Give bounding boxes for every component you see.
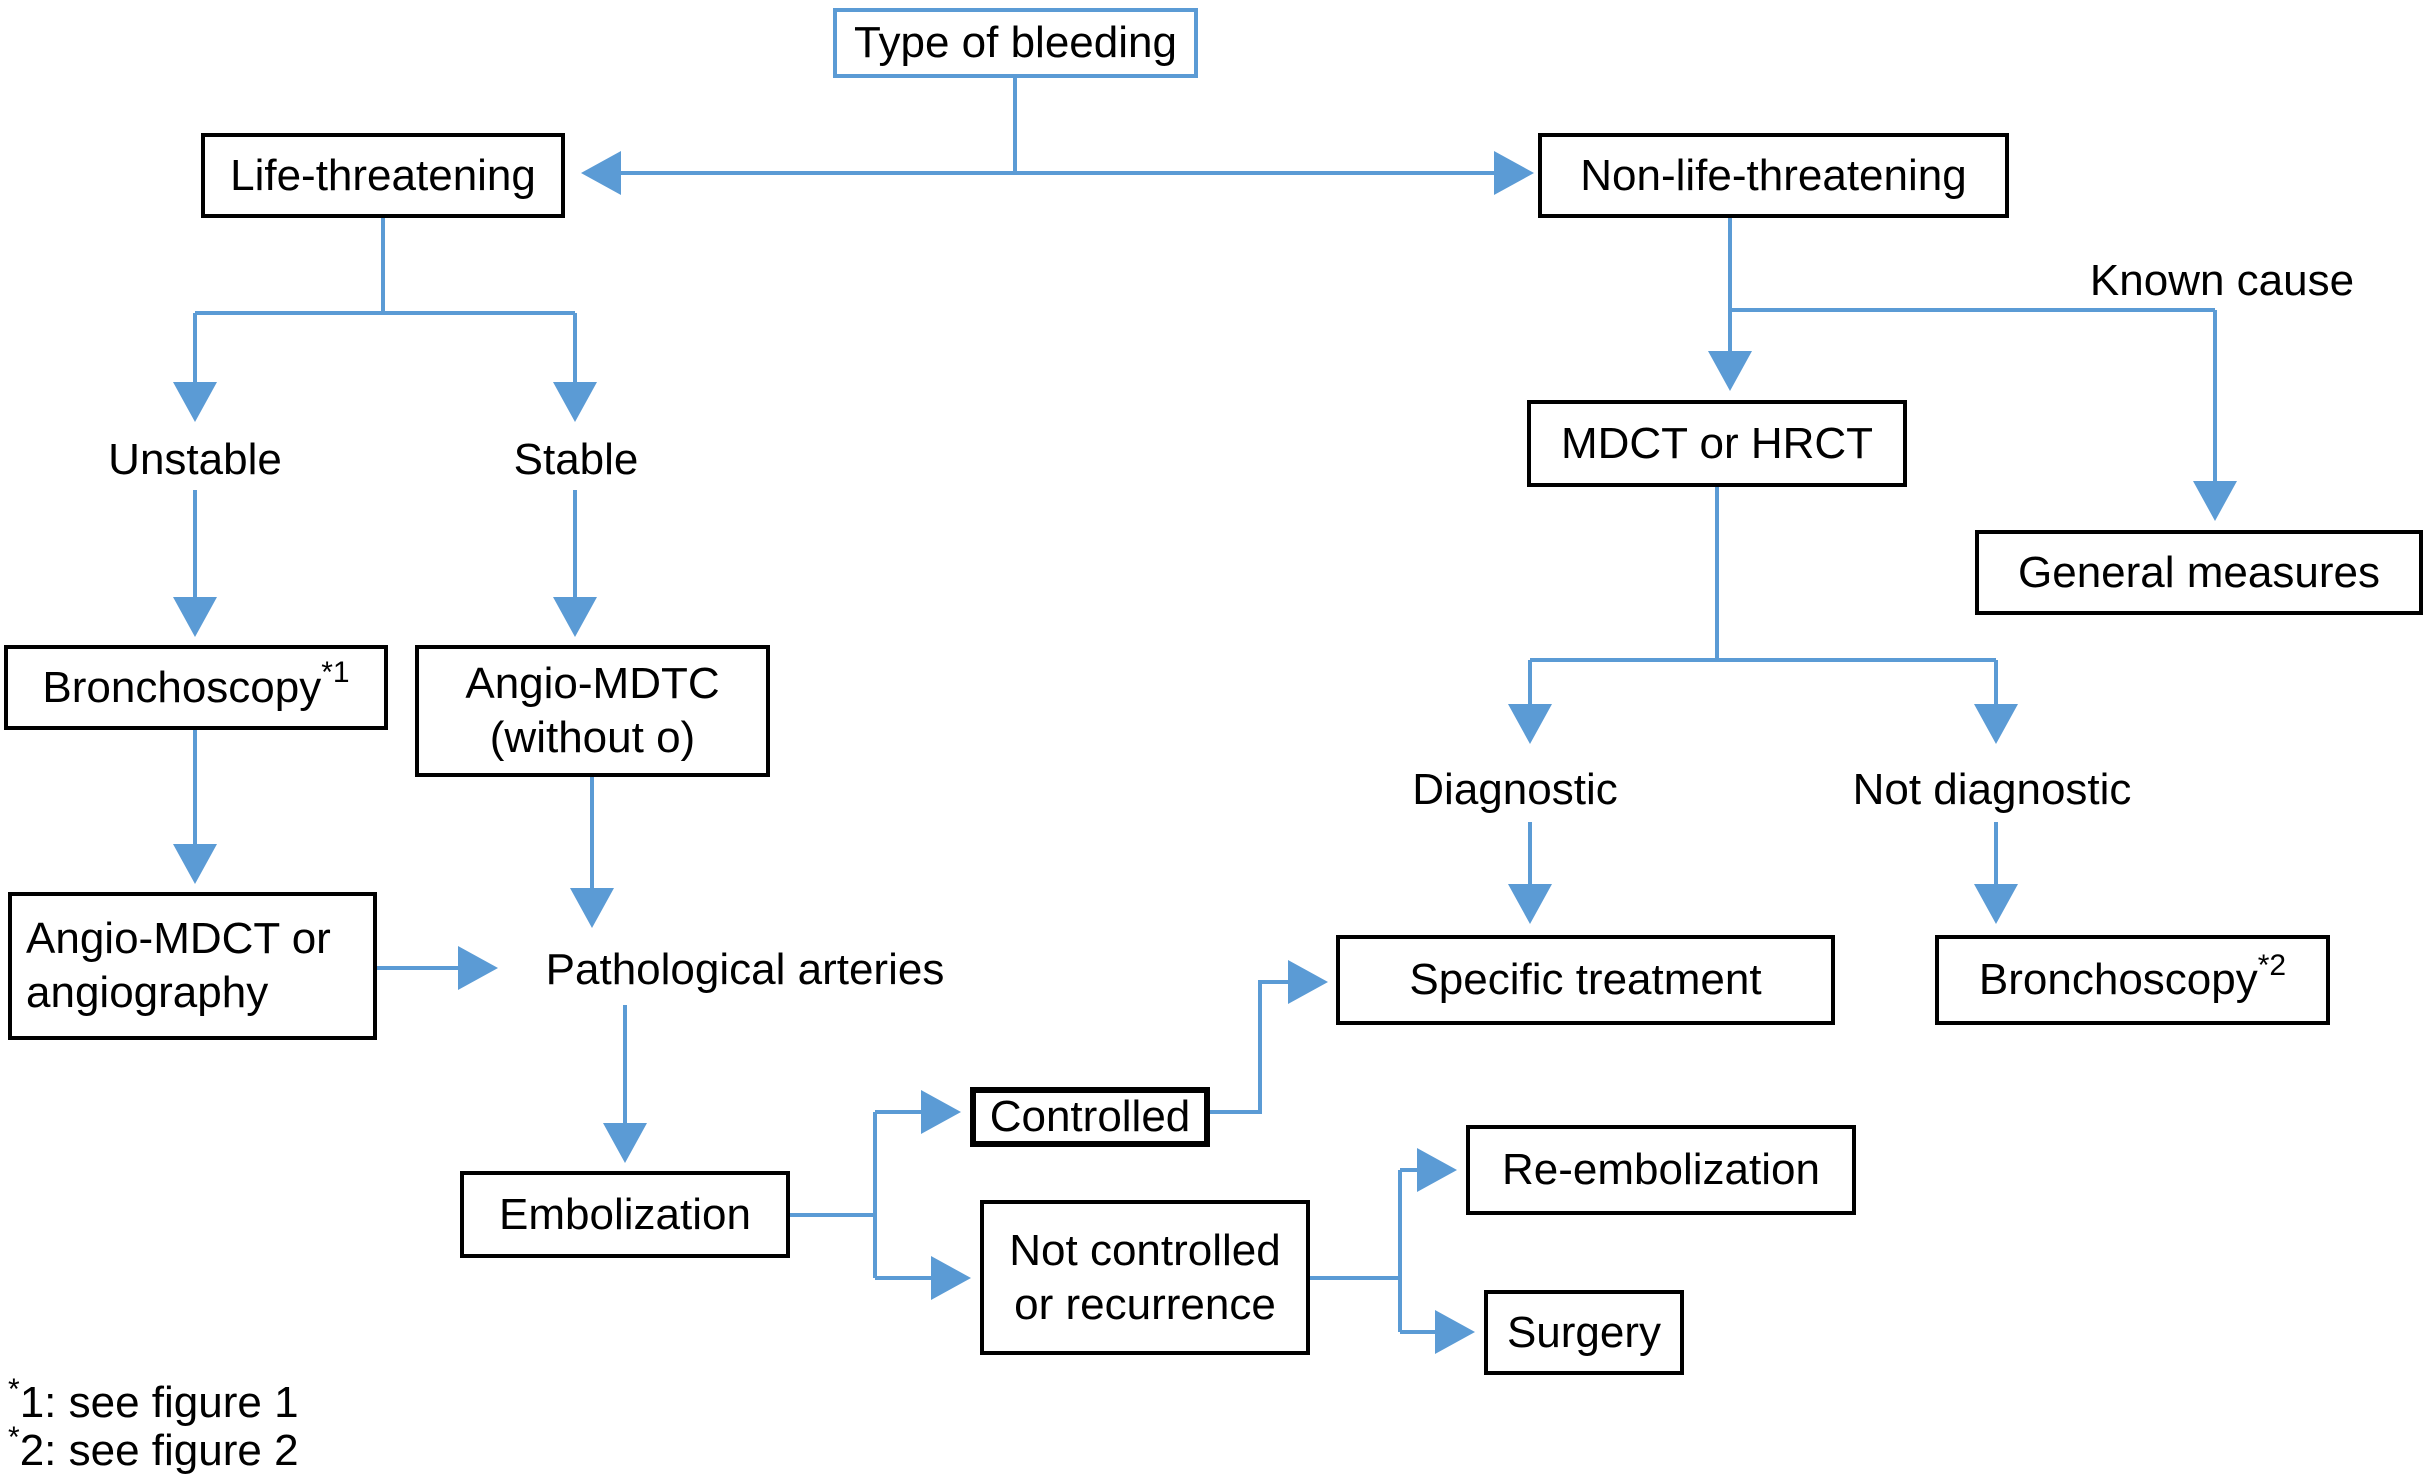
- node-non-life-threatening-label: Non-life-threatening: [1580, 150, 1967, 200]
- label-diagnostic: Diagnostic: [1412, 765, 1618, 814]
- label-stable: Stable: [513, 435, 639, 484]
- footnote-1-text: 1: see figure 1: [19, 1378, 299, 1427]
- node-controlled: Controlled: [970, 1087, 1210, 1147]
- node-bronchoscopy-2-label: Bronchoscopy*2: [1978, 948, 2287, 1005]
- label-unstable: Unstable: [108, 435, 282, 484]
- node-non-life-threatening: Non-life-threatening: [1538, 133, 2009, 218]
- node-life-threatening: Life-threatening: [201, 133, 565, 218]
- label-pathological-arteries: Pathological arteries: [545, 945, 945, 994]
- node-specific-treatment-label: Specific treatment: [1409, 955, 1762, 1005]
- node-bronchoscopy-2: Bronchoscopy*2: [1935, 935, 2330, 1025]
- node-type-of-bleeding-label: Type of bleeding: [854, 18, 1177, 68]
- node-mdct-or-hrct: MDCT or HRCT: [1527, 400, 1907, 487]
- label-known-cause: Known cause: [2089, 256, 2355, 305]
- node-angio-mdct-or-angiography-label: Angio-MDCT or angiography: [26, 914, 331, 1017]
- node-embolization: Embolization: [460, 1171, 790, 1258]
- node-general-measures: General measures: [1975, 530, 2423, 615]
- node-bronchoscopy-1-label: Bronchoscopy*1: [42, 656, 350, 712]
- edge-embol-fork: [790, 1112, 877, 1278]
- node-angio-mdtc: Angio-MDTC (without o): [415, 645, 770, 777]
- node-angio-mdct-or-angiography: Angio-MDCT or angiography: [8, 892, 377, 1040]
- node-re-embolization-label: Re-embolization: [1502, 1145, 1820, 1195]
- footnote-2-asterisk: *: [8, 1421, 20, 1455]
- node-angio-mdtc-label: Angio-MDTC (without o): [465, 659, 720, 762]
- node-not-controlled-or-recurrence: Not controlled or recurrence: [980, 1200, 1310, 1355]
- node-specific-treatment: Specific treatment: [1336, 935, 1835, 1025]
- node-embolization-label: Embolization: [499, 1189, 751, 1239]
- node-surgery: Surgery: [1484, 1290, 1684, 1375]
- footnote-2-text: 2: see figure 2: [19, 1426, 299, 1475]
- footnote-1-asterisk: *: [8, 1373, 20, 1407]
- label-not-diagnostic: Not diagnostic: [1852, 765, 2132, 814]
- node-controlled-label: Controlled: [989, 1092, 1191, 1142]
- node-type-of-bleeding: Type of bleeding: [833, 8, 1198, 78]
- node-surgery-label: Surgery: [1506, 1307, 1662, 1357]
- node-life-threatening-label: Life-threatening: [230, 150, 536, 200]
- node-not-controlled-label: Not controlled or recurrence: [1009, 1225, 1281, 1329]
- node-bronchoscopy-1: Bronchoscopy*1: [4, 645, 388, 730]
- footnote-marker-1: *1: [321, 656, 350, 689]
- footnote-2: *2: see figure 2: [8, 1423, 299, 1476]
- node-re-embolization: Re-embolization: [1466, 1125, 1856, 1215]
- edge-notctrl-fork: [1310, 1170, 1402, 1332]
- node-general-measures-label: General measures: [2018, 547, 2380, 597]
- node-mdct-or-hrct-label: MDCT or HRCT: [1560, 418, 1874, 468]
- footnote-marker-2: *2: [2257, 948, 2287, 982]
- footnote-1: *1: see figure 1: [8, 1375, 299, 1428]
- edge-controlled-specific: [1210, 960, 1328, 1114]
